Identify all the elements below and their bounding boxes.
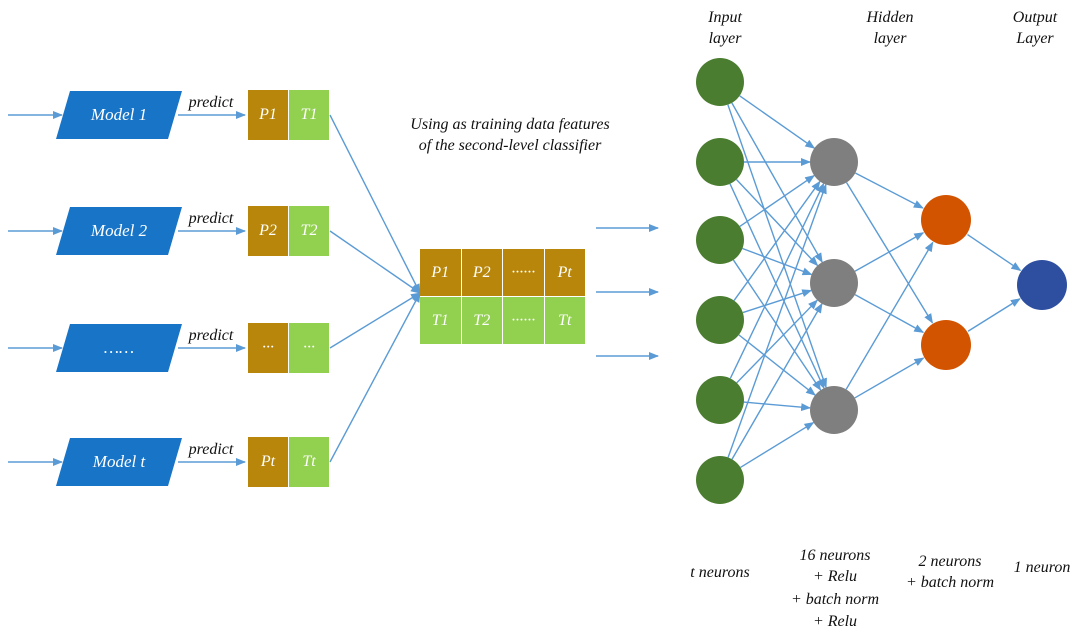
- input-neuron: [696, 456, 744, 504]
- table-p-cell: P2: [461, 249, 502, 296]
- network-edge: [854, 357, 925, 399]
- model-label: Model 1: [90, 105, 148, 124]
- table-p-cell: ······: [503, 249, 544, 296]
- hidden-layer-title: Hidden: [866, 9, 914, 26]
- hidden-neuron: [810, 259, 858, 307]
- output-layer-title: Output: [1012, 9, 1058, 26]
- merge-arrow: [329, 114, 421, 294]
- input-layer-title2: layer: [708, 30, 742, 47]
- hidden2-neuron: [921, 195, 971, 245]
- table-t-cell: Tt: [544, 297, 585, 344]
- merge-arrow: [329, 292, 421, 463]
- target-cell: T2: [289, 206, 329, 256]
- input-neuron: [696, 138, 744, 186]
- hidden2-layer-desc-1: 2 neurons: [918, 553, 982, 570]
- hidden-layer-title2: layer: [873, 30, 907, 47]
- network-edge: [845, 241, 934, 390]
- network-edge: [729, 183, 825, 390]
- hidden-neuron: [810, 386, 858, 434]
- hidden-layer-desc-1: 16 neurons: [799, 547, 871, 564]
- network-edge: [727, 183, 827, 458]
- model-box: [56, 438, 182, 486]
- merge-arrow: [329, 230, 421, 294]
- network-edge: [967, 233, 1022, 272]
- network-edge: [854, 232, 925, 272]
- table-t-cell: T2: [461, 297, 502, 344]
- hidden-neuron: [810, 138, 858, 186]
- network-edge: [742, 289, 813, 314]
- input-layer-title: Input: [708, 9, 742, 26]
- network-edge: [739, 95, 816, 149]
- input-neuron: [696, 58, 744, 106]
- predict-label: predict: [188, 327, 234, 344]
- network-edge: [727, 104, 827, 389]
- hidden-layer-desc-4: + Relu: [812, 613, 858, 630]
- table-p-cell: P1: [420, 249, 461, 296]
- output-layer-desc: 1 neuron: [1013, 559, 1071, 576]
- caption-line2: of the second-level classifier: [418, 137, 602, 154]
- caption-line1: Using as training data features: [410, 116, 610, 133]
- network-edge: [731, 102, 823, 263]
- network-edge: [740, 421, 815, 469]
- hidden-layer-desc-3: + batch norm: [790, 591, 880, 608]
- predict-label: predict: [188, 441, 234, 458]
- table-t-cell: T1: [420, 297, 461, 344]
- output-neuron: [1017, 260, 1067, 310]
- network-edge: [742, 247, 813, 276]
- network-edge: [967, 298, 1021, 332]
- prediction-cell: Pt: [248, 437, 288, 487]
- network-edge: [739, 174, 816, 228]
- model-box: [56, 91, 182, 139]
- hidden-layer-desc-2: + Relu: [812, 568, 858, 585]
- network-edge: [854, 294, 925, 334]
- prediction-cell: ···: [248, 323, 288, 373]
- predict-label: predict: [188, 94, 234, 111]
- hidden2-layer-desc-2: + batch norm: [905, 574, 995, 591]
- input-layer-desc: t neurons: [690, 564, 750, 581]
- network-edge: [733, 180, 821, 301]
- input-neuron: [696, 296, 744, 344]
- target-cell: ···: [289, 323, 329, 373]
- model-label: ……: [103, 338, 135, 357]
- output-layer-title2: Layer: [1016, 30, 1054, 47]
- model-box: [56, 207, 182, 255]
- network-edge: [736, 299, 818, 384]
- input-neuron: [696, 216, 744, 264]
- network-edge: [743, 401, 812, 412]
- network-edge: [729, 182, 825, 379]
- model-box: [56, 324, 182, 372]
- predict-label: predict: [188, 210, 234, 227]
- model-label: Model 2: [90, 221, 148, 240]
- network-edge: [731, 302, 823, 460]
- network-edge: [854, 172, 924, 209]
- hidden2-neuron: [921, 320, 971, 370]
- prediction-cell: P1: [248, 90, 288, 140]
- input-neuron: [696, 376, 744, 424]
- merge-arrow: [329, 292, 421, 349]
- network-edge: [845, 182, 934, 324]
- network-edge: [738, 334, 816, 396]
- network-edge: [735, 178, 819, 267]
- prediction-cell: P2: [248, 206, 288, 256]
- target-cell: T1: [289, 90, 329, 140]
- model-label: Model t: [92, 452, 146, 471]
- table-t-cell: ······: [503, 297, 544, 344]
- table-p-cell: Pt: [544, 249, 585, 296]
- target-cell: Tt: [289, 437, 329, 487]
